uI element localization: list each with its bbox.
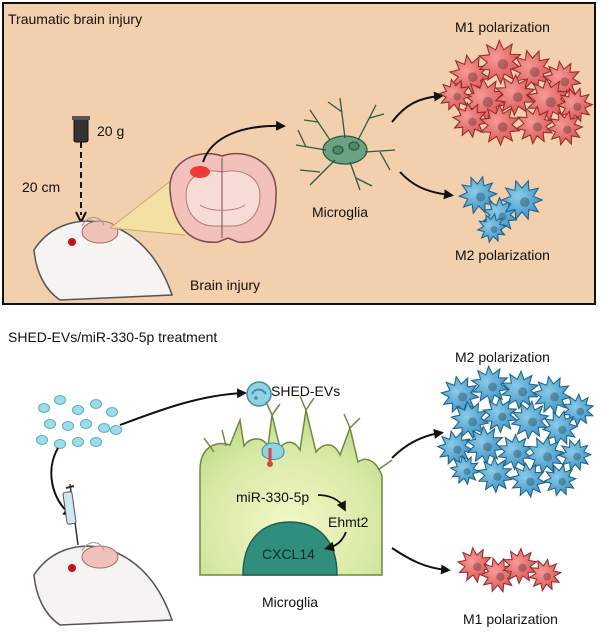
ev-particle	[54, 439, 66, 449]
m1-cell	[501, 547, 539, 585]
m2-cell	[449, 454, 481, 486]
ev-particle	[106, 407, 118, 417]
ev-particle	[98, 423, 110, 433]
m1-cell	[479, 103, 521, 147]
m2-cell	[557, 438, 593, 472]
m2-cell	[439, 375, 481, 415]
m2-cell	[465, 424, 505, 466]
ev-particle	[110, 425, 122, 435]
ev-particle	[44, 419, 56, 429]
m1-cell	[546, 109, 584, 147]
m2-label-bottom: M2 polarization	[455, 349, 550, 365]
brain-injury-label: Brain injury	[190, 277, 261, 293]
ev-particle	[38, 403, 50, 413]
m2-cell	[500, 369, 540, 411]
shed-evs-label: SHED-EVs	[271, 383, 341, 399]
m2-cell	[450, 400, 490, 440]
m1-cell	[527, 557, 563, 593]
ev-particle	[62, 421, 74, 431]
ehmt2-label: Ehmt2	[328, 514, 369, 530]
m2-cell	[510, 399, 550, 441]
tbi-title: Traumatic brain injury	[8, 11, 143, 27]
m2-label-top: M2 polarization	[455, 247, 550, 263]
m1-cell	[477, 38, 523, 86]
m1-label-top: M1 polarization	[455, 19, 550, 35]
lesion-mark	[190, 166, 210, 178]
treatment-title: SHED-EVs/miR-330-5p treatment	[8, 329, 218, 345]
m2-cell	[500, 179, 544, 221]
height-label: 20 cm	[22, 179, 61, 195]
m2-cell	[482, 396, 518, 434]
ev-particles-icon	[36, 395, 122, 449]
rat-bottom-icon	[33, 542, 174, 626]
ev-particle	[72, 405, 84, 415]
m2-cell	[470, 364, 510, 406]
ev-particle	[36, 435, 48, 445]
m1-cell	[479, 557, 517, 593]
m2-cell	[476, 456, 514, 494]
m2-cell	[531, 375, 573, 415]
weight-icon	[72, 116, 90, 143]
microglia-top-icon	[295, 97, 396, 191]
m1-arrow-bottom	[391, 547, 451, 575]
microglia-label-bottom: Microglia	[262, 594, 319, 610]
shed-ev-icon	[246, 381, 272, 407]
ev-particle	[90, 437, 102, 447]
cxcl14-label: CXCL14	[262, 546, 315, 562]
m1-cell	[437, 78, 473, 112]
ev-particle	[54, 395, 66, 405]
m1-cell	[510, 49, 554, 91]
m1-cell-cluster-top	[437, 38, 594, 147]
m2-cell-cluster-top	[457, 175, 544, 244]
ev-particle	[80, 419, 92, 429]
m2-cell	[541, 409, 579, 447]
syringe-icon	[62, 483, 79, 546]
microglia-cell-cutaway	[199, 395, 393, 576]
m2-arrow-bottom	[391, 428, 444, 459]
mirna-label: miR-330-5p	[236, 489, 310, 505]
m2-cell	[509, 461, 547, 499]
ev-particle	[72, 437, 84, 447]
m2-cell	[476, 212, 508, 244]
m1-cell	[515, 104, 555, 146]
m1-label-bottom: M1 polarization	[463, 611, 558, 627]
m1-arrow-top	[391, 91, 444, 123]
injury-arrow	[202, 120, 286, 163]
rat-top-icon	[33, 217, 174, 301]
ev-arrow	[119, 388, 247, 426]
m2-arrow-top	[399, 171, 454, 200]
weight-label: 20 g	[97, 123, 125, 139]
ev-particle	[90, 399, 102, 409]
m2-cell	[457, 175, 499, 215]
m1-cell	[525, 76, 571, 124]
zoom-cone	[110, 170, 185, 235]
m2-cell	[542, 463, 578, 497]
microglia-label-top: Microglia	[312, 204, 369, 220]
m1-cell	[451, 101, 489, 139]
m2-cell-cluster-bottom	[436, 364, 595, 499]
brain-section-icon	[169, 152, 277, 243]
m1-cell-cluster-bottom	[456, 546, 563, 593]
